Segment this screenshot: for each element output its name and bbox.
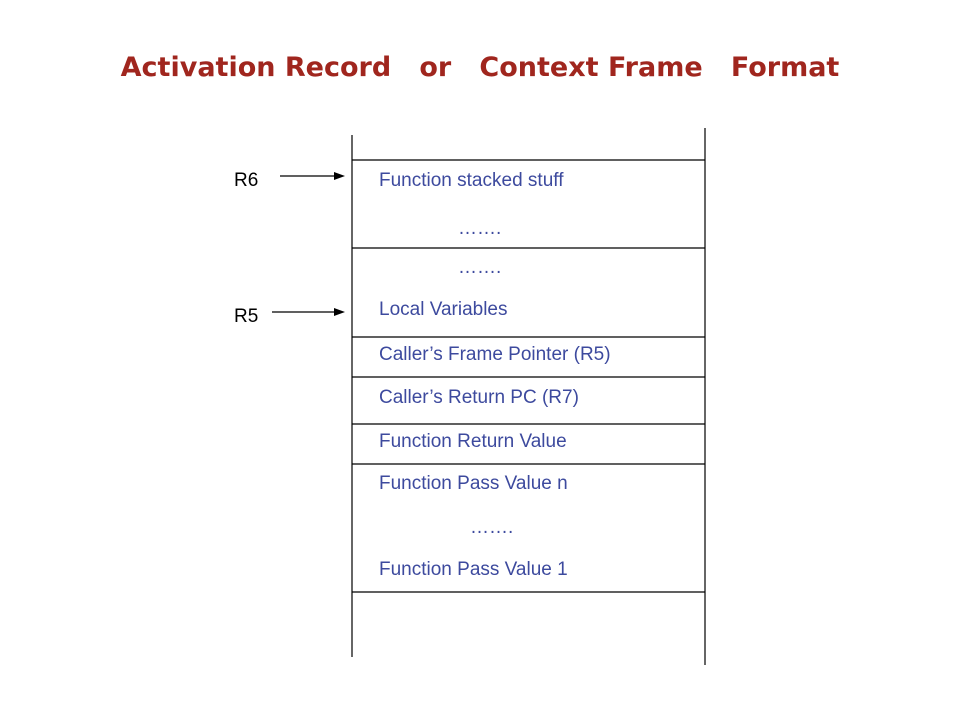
function-return-value: Function Return Value [379,431,567,452]
ellipsis-1: ……. [458,218,502,239]
function-pass-value-n: Function Pass Value n [379,473,568,494]
r6-arrowhead [334,172,345,180]
callers-frame-pointer: Caller’s Frame Pointer (R5) [379,344,611,365]
r6-label: R6 [234,170,259,191]
r5-label: R5 [234,306,259,327]
ellipsis-3: ……. [470,517,514,538]
callers-return-pc: Caller’s Return PC (R7) [379,387,579,408]
local-variables: Local Variables [379,299,508,320]
function-stacked-stuff: Function stacked stuff [379,170,564,191]
ellipsis-2: ……. [458,257,502,278]
diagram-title: Activation Record or Context Frame Forma… [120,52,840,83]
r5-arrowhead [334,308,345,316]
function-pass-value-1: Function Pass Value 1 [379,559,568,580]
